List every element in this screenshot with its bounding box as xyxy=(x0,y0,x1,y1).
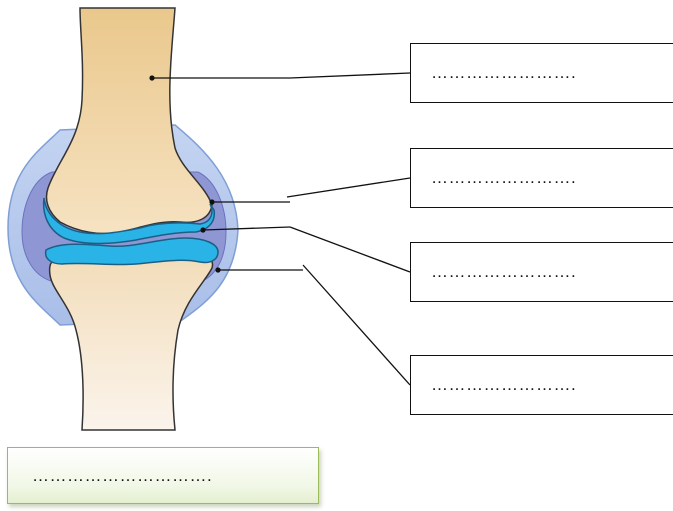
title-answer-box-text: …………………………. xyxy=(32,466,212,486)
leader-line-4b xyxy=(303,265,410,385)
label-box-2-text: ……………………. xyxy=(431,168,576,188)
title-answer-box[interactable]: …………………………. xyxy=(7,447,319,504)
upper-bone xyxy=(47,8,213,234)
leader-line-3b xyxy=(290,227,410,272)
label-box-4[interactable]: ……………………. xyxy=(410,355,673,415)
label-box-3-text: ……………………. xyxy=(431,262,576,282)
leader-line-2b xyxy=(287,178,410,197)
leader-dot-1 xyxy=(149,75,154,80)
lower-bone xyxy=(50,250,213,430)
leader-dot-4 xyxy=(215,267,220,272)
leader-dot-2 xyxy=(209,199,214,204)
leader-dot-3 xyxy=(200,227,205,232)
label-box-1-text: ……………………. xyxy=(431,63,576,83)
leader-line-1b xyxy=(290,73,410,78)
label-box-3[interactable]: ……………………. xyxy=(410,242,673,302)
label-box-2[interactable]: ……………………. xyxy=(410,148,673,208)
label-box-4-text: ……………………. xyxy=(431,375,576,395)
label-box-1[interactable]: ……………………. xyxy=(410,43,673,103)
